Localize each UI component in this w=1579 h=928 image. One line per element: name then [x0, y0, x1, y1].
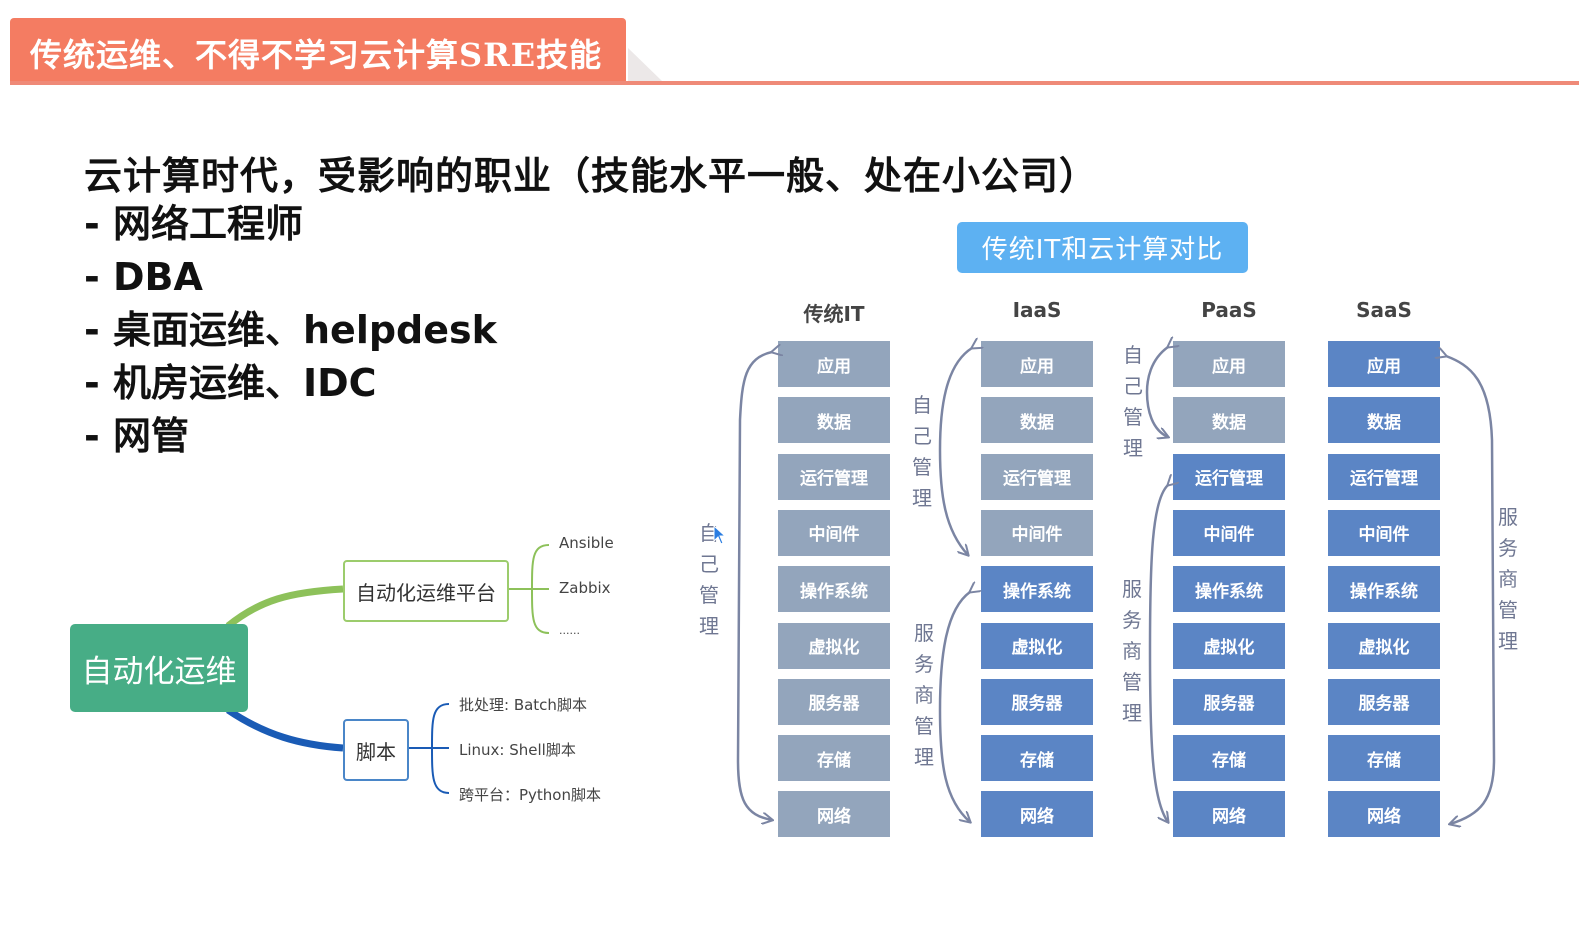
layer-block: 数据: [778, 397, 890, 444]
list-item: - 机房运维、IDC: [84, 361, 377, 405]
layer-block: 存储: [981, 735, 1093, 782]
layer-block: 虚拟化: [1173, 622, 1285, 669]
section-heading: 云计算时代，受影响的职业（技能水平一般、处在小公司）: [84, 154, 1099, 198]
layer-block: 存储: [1173, 735, 1285, 782]
label-paas-self: 自己管理: [1123, 343, 1143, 460]
layer-block: 中间件: [981, 509, 1093, 556]
arrow-iaas-provider: [938, 592, 970, 822]
layer-block: 服务器: [778, 678, 890, 725]
title-underline: [10, 81, 1579, 85]
label-iaas-self: 自己管理: [912, 393, 932, 510]
layer-block: 数据: [1173, 397, 1285, 444]
mindmap-node-script: 脚本: [343, 719, 409, 781]
layer-block: 操作系统: [778, 566, 890, 613]
slide-title: 传统运维、不得不学习云计算SRE技能: [30, 36, 603, 74]
mindmap-leaf: Linux: Shell脚本: [459, 741, 576, 759]
layer-block: 虚拟化: [1328, 622, 1440, 669]
layer-block: 网络: [981, 791, 1093, 838]
slide-title-bar: 传统运维、不得不学习云计算SRE技能: [10, 18, 626, 84]
mindmap-root: 自动化运维: [70, 624, 248, 712]
arrow-paas-provider: [1148, 485, 1168, 822]
mindmap-leaf: Zabbix: [559, 579, 611, 597]
title-decoration: [628, 48, 662, 81]
leaf-brace-script: [407, 703, 450, 794]
leaf-brace-platform: [507, 544, 550, 634]
layer-block: 虚拟化: [981, 622, 1093, 669]
mindmap-leaf: 跨平台：Python脚本: [459, 786, 601, 804]
layer-block: 网络: [1173, 791, 1285, 838]
layer-block: 操作系统: [1173, 566, 1285, 613]
layer-block: 应用: [1328, 341, 1440, 387]
layer-block: 运行管理: [981, 453, 1093, 500]
arrow-saas-provider: [1446, 356, 1496, 824]
list-item: - 网络工程师: [84, 202, 304, 246]
layer-block: 运行管理: [1328, 453, 1440, 500]
layer-block: 网络: [1328, 791, 1440, 838]
layer-block: 中间件: [778, 509, 890, 556]
list-item: - 桌面运维、helpdesk: [84, 308, 497, 352]
mindmap-leaf: 批处理: Batch脚本: [459, 696, 587, 714]
branch-connector-script: [226, 707, 344, 752]
label-iaas-provider: 服务商管理: [914, 621, 934, 769]
mindmap-connectors: [225, 544, 550, 794]
mindmap-leaf: ......: [559, 624, 580, 637]
branch-connector-platform: [225, 585, 344, 629]
layer-block: 操作系统: [1328, 566, 1440, 613]
column-header: SaaS: [1356, 298, 1412, 322]
column-header: IaaS: [1012, 298, 1062, 322]
label-paas-provider: 服务商管理: [1122, 577, 1142, 725]
layer-block: 存储: [1328, 735, 1440, 782]
layer-block: 网络: [778, 791, 890, 838]
layer-block: 操作系统: [981, 566, 1093, 613]
layer-block: 存储: [778, 735, 890, 782]
layer-block: 运行管理: [778, 453, 890, 500]
arrow-paas-self: [1145, 347, 1168, 437]
label-saas-provider: 服务商管理: [1498, 505, 1518, 653]
layer-block: 服务器: [1328, 678, 1440, 725]
column-header: PaaS: [1201, 298, 1257, 322]
layer-block: 服务器: [981, 678, 1093, 725]
comparison-title: 传统IT和云计算对比: [957, 222, 1248, 273]
mindmap-leaf: Ansible: [559, 534, 614, 552]
layer-block: 中间件: [1328, 509, 1440, 556]
layer-block: 虚拟化: [778, 622, 890, 669]
list-item: - 网管: [84, 414, 190, 458]
layer-block: 应用: [778, 341, 890, 387]
arrow-iaas-self: [938, 348, 972, 555]
layer-block: 运行管理: [1173, 453, 1285, 500]
layer-block: 数据: [981, 397, 1093, 444]
list-item: - DBA: [84, 255, 203, 299]
layer-block: 数据: [1328, 397, 1440, 444]
layer-block: 中间件: [1173, 509, 1285, 556]
mindmap-node-platform: 自动化运维平台: [343, 560, 509, 622]
layer-block: 服务器: [1173, 678, 1285, 725]
arrow-traditional-self: [736, 352, 772, 820]
layer-block: 应用: [981, 341, 1093, 387]
layer-block: 应用: [1173, 341, 1285, 387]
column-header: 传统IT: [803, 302, 865, 326]
mouse-cursor-icon: [713, 525, 727, 545]
affected-jobs-list: - 网络工程师 - DBA - 桌面运维、helpdesk - 机房运维、IDC…: [84, 198, 497, 463]
